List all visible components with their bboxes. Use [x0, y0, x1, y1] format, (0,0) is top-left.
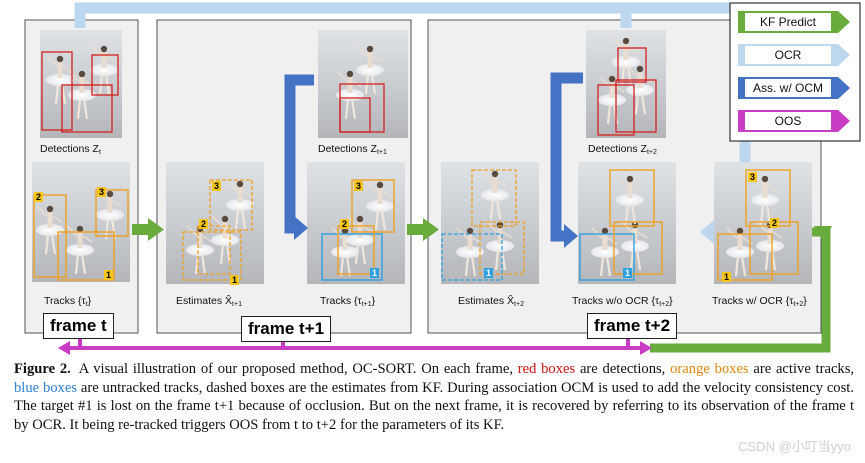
badge-id-3b: 3 — [214, 181, 219, 191]
frame-label-t: frame t — [43, 313, 114, 339]
caption-tracks-no-ocr: Tracks w/o OCR {τt+2} — [572, 295, 673, 308]
badge-id-1e: 1 — [625, 268, 630, 278]
frame-label-t1: frame t+1 — [241, 316, 332, 342]
caption-estimates-t1: Estimates X̂t+1 — [176, 293, 242, 308]
badge-id-1: 1 — [106, 270, 111, 280]
badge-id-1b: 1 — [232, 275, 237, 285]
legend-item-kf: KF Predict — [738, 11, 850, 33]
method-diagram: 2 3 1 3 2 1 3 2 1 1 1 1 2 3 Detections Z… — [24, 2, 861, 355]
id-badges: 2 3 1 3 2 1 3 2 1 1 1 1 2 3 — [34, 172, 779, 285]
ocm-arrows — [284, 72, 583, 248]
caption-tracks-ocr: Tracks w/ OCR {τt+2} — [712, 295, 807, 308]
badge-id-3f: 3 — [750, 172, 755, 182]
legend: KF Predict OCR Ass. w/ OCM OOS — [729, 2, 861, 142]
legend-item-ocr: OCR — [738, 44, 850, 66]
caption-label: Figure 2. — [14, 361, 71, 377]
badge-id-3: 3 — [99, 187, 104, 197]
badge-id-2c: 2 — [342, 219, 347, 229]
badge-id-1f: 1 — [724, 272, 729, 282]
img-tracks-t — [32, 162, 130, 282]
frame-label-t2: frame t+2 — [587, 313, 678, 339]
badge-id-3c: 3 — [356, 181, 361, 191]
ocr-arrow-head — [700, 220, 714, 244]
badge-id-2b: 2 — [201, 219, 206, 229]
kf-predict-arrows — [132, 218, 832, 353]
legend-item-ocm: Ass. w/ OCM — [738, 77, 850, 99]
legend-item-oos: OOS — [738, 110, 850, 132]
caption-tracks-t: Tracks {τt} — [44, 295, 92, 308]
badge-id-1c: 1 — [372, 268, 377, 278]
svg-text:OOS: OOS — [775, 114, 802, 128]
badge-id-2f: 2 — [772, 218, 777, 228]
watermark: CSDN @小叮当yyo — [738, 439, 851, 454]
caption-part4: are untracked tracks, dashed boxes are t… — [14, 379, 854, 433]
badge-id-2: 2 — [36, 192, 41, 202]
caption-tracks-t1: Tracks {τt+1} — [320, 295, 376, 308]
caption-part1: A visual illustration of our proposed me… — [78, 361, 513, 377]
caption-part2: are detections, — [579, 361, 666, 377]
caption-orange-text: orange boxes — [670, 361, 749, 377]
caption-red-text: red boxes — [517, 361, 576, 377]
caption-detections-t: Detections Zt — [40, 143, 101, 156]
caption-detections-t2: Detections Zt+2 — [588, 143, 657, 156]
figure-caption: Figure 2. A visual illustration of our p… — [14, 360, 854, 434]
caption-part3: are active tracks, — [753, 361, 855, 377]
caption-estimates-t2: Estimates X̂t+2 — [458, 293, 524, 308]
img-detections-t2 — [586, 30, 666, 138]
img-tracks-ocr — [714, 162, 812, 284]
img-estimates-t2 — [441, 162, 539, 284]
svg-text:Ass. w/ OCM: Ass. w/ OCM — [753, 81, 823, 95]
svg-text:KF Predict: KF Predict — [760, 15, 817, 29]
img-detections-t1 — [318, 30, 408, 138]
oos-arrow — [58, 336, 652, 355]
img-tracks-no-ocr — [578, 162, 676, 284]
svg-text:OCR: OCR — [775, 48, 802, 62]
caption-detections-t1: Detections Zt+1 — [318, 143, 387, 156]
caption-blue-text: blue boxes — [14, 379, 78, 396]
badge-id-1d: 1 — [486, 268, 491, 278]
img-detections-t — [40, 30, 122, 138]
